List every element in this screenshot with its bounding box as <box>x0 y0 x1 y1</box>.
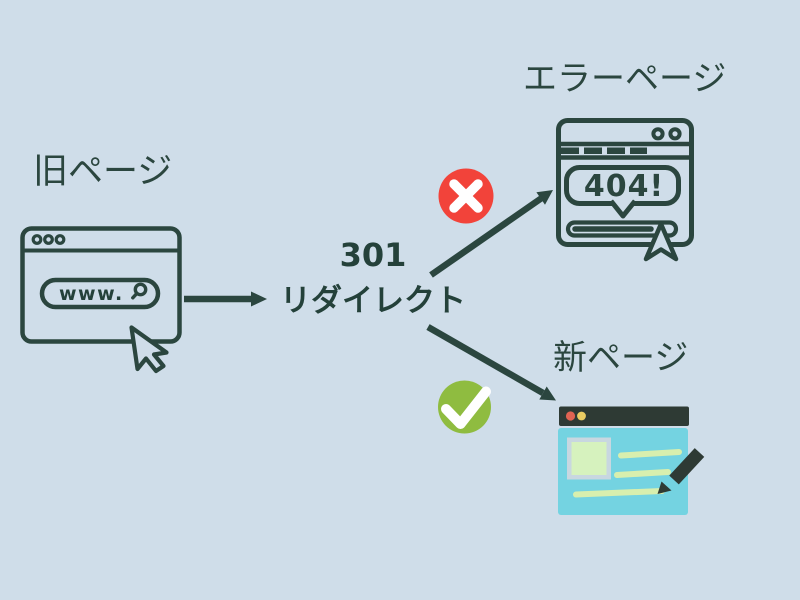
cursor-up-icon <box>643 221 679 262</box>
pencil-icon <box>657 448 705 494</box>
check-icon <box>441 386 491 429</box>
error-window-bottom-bar <box>565 220 679 238</box>
error-page-label: エラーページ <box>523 59 726 99</box>
cursor-icon <box>129 325 169 374</box>
redirect-word-label: リダイレクト <box>280 283 466 319</box>
error-page-node: エラーページ 404! <box>523 59 726 262</box>
error-badge <box>438 168 494 224</box>
success-badge <box>438 380 491 434</box>
new-page-label: 新ページ <box>553 338 688 378</box>
bubble-pointer <box>609 199 637 219</box>
redirect-code-label: 301 <box>340 236 407 274</box>
window-dot-red <box>565 411 576 421</box>
arrow-old-to-redirect <box>184 291 267 307</box>
url-text: www. <box>59 283 124 305</box>
redirect-node: 301 リダイレクト <box>280 236 466 319</box>
url-bar <box>39 277 161 310</box>
search-icon <box>131 282 148 300</box>
error-browser-window-icon: 404! <box>556 118 694 262</box>
old-page-node: 旧ページ www. <box>20 152 182 374</box>
old-page-label: 旧ページ <box>33 152 172 192</box>
image-placeholder <box>571 442 607 475</box>
window-dot-yellow <box>577 411 586 421</box>
window-dot <box>54 234 66 245</box>
new-window-header <box>559 406 689 426</box>
x-icon <box>449 179 483 213</box>
window-dot <box>651 127 665 141</box>
window-dot <box>31 234 43 245</box>
old-browser-window-icon: www. <box>20 226 182 374</box>
new-page-node: 新ページ <box>553 338 705 515</box>
arrow-redirect-to-new <box>426 324 556 401</box>
new-browser-window-icon <box>558 406 705 515</box>
old-window-frame <box>20 226 182 344</box>
error-window-frame <box>556 118 694 247</box>
error-404-bubble: 404! <box>564 165 681 219</box>
error-code-text: 404! <box>584 169 664 204</box>
window-dot <box>43 234 54 245</box>
window-dots-icon <box>651 127 682 141</box>
content-text-lines <box>573 449 682 498</box>
window-dot <box>668 127 682 141</box>
arrow-redirect-to-error <box>429 190 553 278</box>
window-dots-icon <box>31 234 66 245</box>
